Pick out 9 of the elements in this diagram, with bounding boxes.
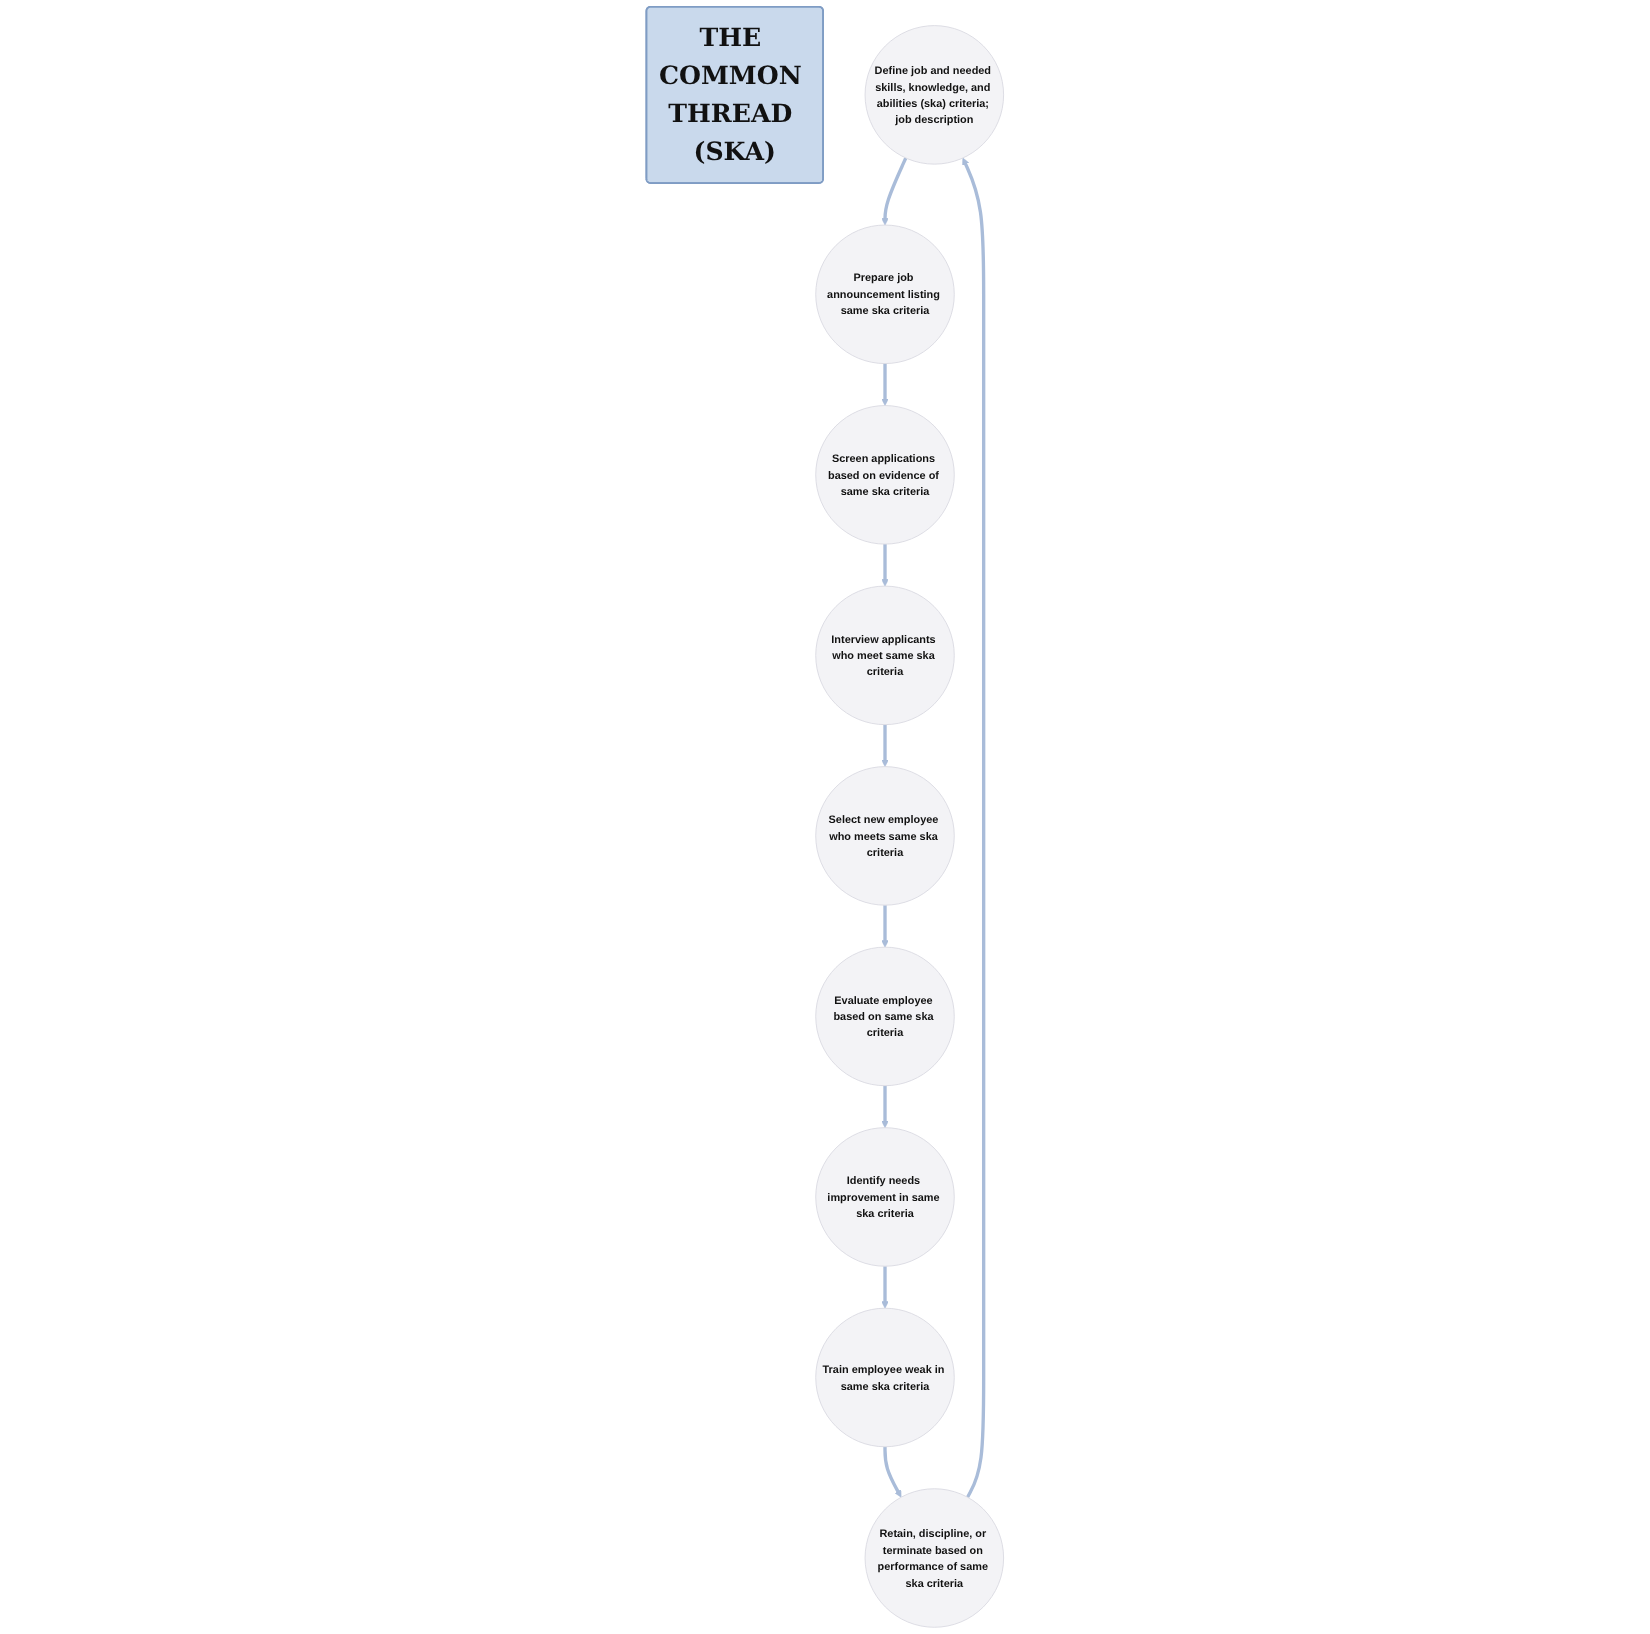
arrow bbox=[881, 544, 889, 587]
arrow bbox=[883, 1446, 902, 1498]
arrow bbox=[881, 1085, 889, 1128]
arrow bbox=[881, 1266, 889, 1309]
arrow bbox=[881, 157, 908, 226]
arrow bbox=[881, 905, 889, 948]
arrow bbox=[881, 363, 889, 406]
arrow bbox=[881, 724, 889, 767]
arrow bbox=[962, 157, 986, 1498]
